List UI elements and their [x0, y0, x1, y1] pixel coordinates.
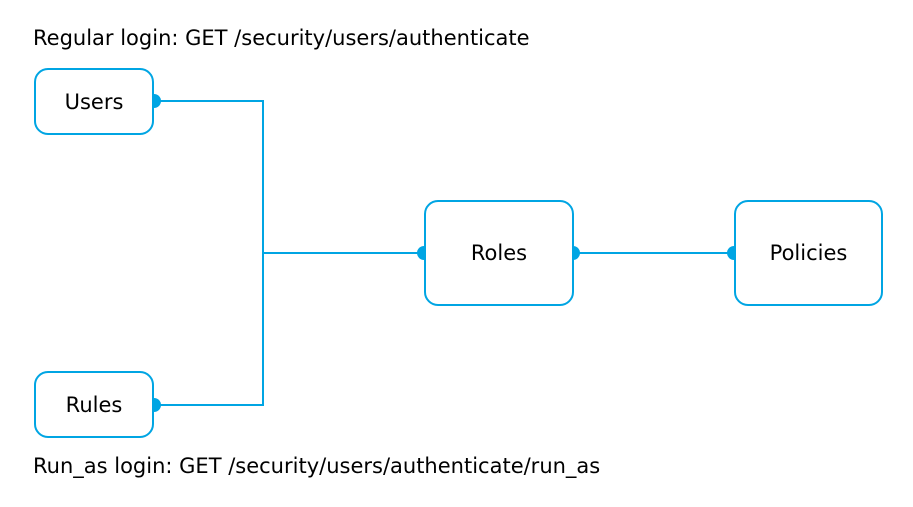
- rules-node: Rules: [34, 371, 154, 438]
- regular-login-caption: Regular login: GET /security/users/authe…: [33, 26, 530, 50]
- roles-node: Roles: [424, 200, 574, 306]
- rules-node-label: Rules: [65, 392, 123, 417]
- policies-node: Policies: [734, 200, 883, 306]
- run-as-login-caption: Run_as login: GET /security/users/authen…: [33, 454, 601, 478]
- users-node-label: Users: [64, 89, 124, 114]
- users-node: Users: [34, 68, 154, 135]
- edge-rules-roles: [154, 253, 264, 406]
- edge-users-roles: [154, 100, 424, 254]
- roles-node-label: Roles: [470, 241, 528, 265]
- policies-node-label: Policies: [769, 241, 848, 265]
